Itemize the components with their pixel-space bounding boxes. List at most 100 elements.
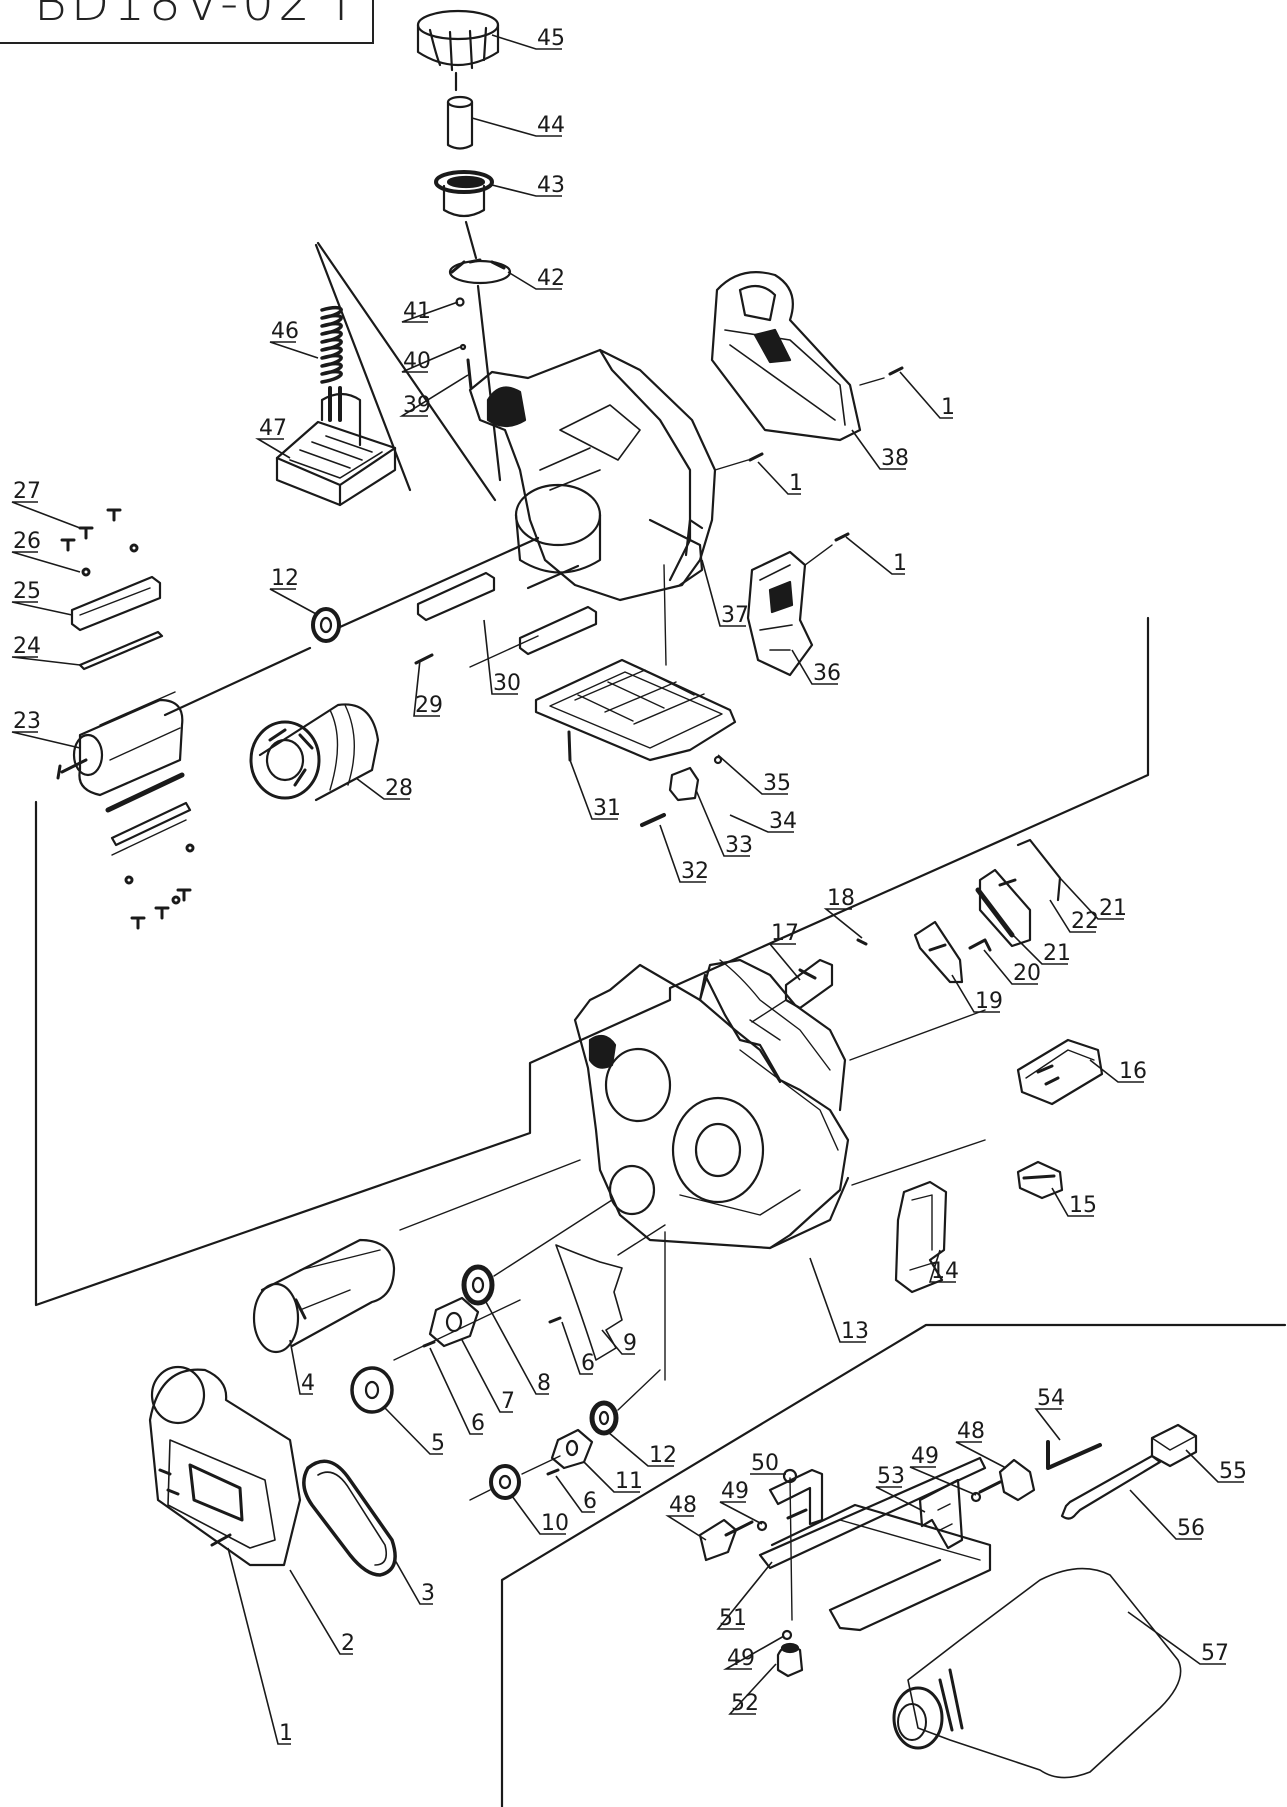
part-45-knob bbox=[416, 9, 500, 72]
leader-line bbox=[11, 501, 81, 529]
leader-line bbox=[607, 1431, 674, 1467]
leader-line bbox=[227, 1547, 291, 1745]
part-53-depth-guide bbox=[918, 1478, 964, 1550]
part-6-screw-b bbox=[548, 1316, 562, 1324]
leader-line bbox=[955, 1441, 1007, 1469]
leader-line bbox=[491, 184, 562, 197]
part-10-pulley bbox=[489, 1464, 521, 1500]
part-39-spring bbox=[466, 358, 473, 390]
part-number-label: 49 bbox=[727, 1646, 755, 1671]
part-57-dust-bag bbox=[892, 1567, 1182, 1779]
part-11-flange bbox=[550, 1428, 594, 1470]
leader-line bbox=[289, 1569, 353, 1655]
leader-line bbox=[701, 559, 746, 627]
part-number-label: 17 bbox=[771, 921, 799, 946]
part-number-label: 44 bbox=[537, 113, 565, 138]
part-2-belt-cover bbox=[148, 1365, 302, 1567]
leader-line bbox=[1129, 1489, 1202, 1540]
part-number-label: 57 bbox=[1201, 1641, 1229, 1666]
part-number-label: 21 bbox=[1043, 941, 1071, 966]
part-38-cover bbox=[710, 271, 862, 442]
part-number-label: 11 bbox=[615, 1469, 643, 1494]
part-number-label: 22 bbox=[1071, 909, 1099, 934]
leader-line bbox=[729, 814, 794, 833]
leader-line bbox=[394, 1559, 433, 1605]
part-44-pin bbox=[446, 95, 474, 150]
part-48-knob-right bbox=[978, 1458, 1036, 1502]
leader-line bbox=[461, 1339, 513, 1413]
leader-line bbox=[768, 943, 801, 981]
leader-line bbox=[583, 1461, 640, 1493]
part-number-label: 46 bbox=[271, 319, 299, 344]
leader-line bbox=[909, 1466, 977, 1496]
part-number-label: 9 bbox=[623, 1331, 637, 1356]
part-23-lower-blades bbox=[105, 772, 192, 856]
part-number-label: 31 bbox=[593, 796, 621, 821]
part-number-label: 14 bbox=[931, 1259, 959, 1284]
part-number-label: 54 bbox=[1037, 1386, 1065, 1411]
part-15-clip bbox=[1016, 1160, 1064, 1200]
part-25-blade-holder bbox=[70, 575, 162, 632]
part-8-bearing bbox=[461, 1264, 495, 1306]
part-number-label: 52 bbox=[731, 1691, 759, 1716]
part-number-label: 3 bbox=[421, 1581, 435, 1606]
part-6-screw bbox=[422, 1340, 436, 1348]
part-number-label: 28 bbox=[385, 776, 413, 801]
part-number-label: 29 bbox=[415, 693, 443, 718]
part-50-screw bbox=[782, 1468, 798, 1484]
part-21-22-switch-block bbox=[975, 838, 1062, 948]
part-49-washer-a bbox=[756, 1520, 768, 1532]
part-number-label: 19 bbox=[975, 989, 1003, 1014]
leader-line bbox=[728, 1663, 777, 1715]
leader-line bbox=[983, 949, 1038, 985]
part-number-label: 37 bbox=[721, 603, 749, 628]
part-51-fence bbox=[758, 1456, 992, 1632]
part-36-bracket bbox=[746, 550, 814, 677]
part-32-pin bbox=[640, 813, 666, 827]
leader-line bbox=[269, 588, 319, 616]
part-35-base-plate bbox=[534, 658, 737, 762]
leader-line bbox=[384, 1407, 443, 1455]
part-33-clip bbox=[668, 766, 700, 802]
part-number-label: 40 bbox=[403, 349, 431, 374]
leader-line bbox=[511, 1495, 566, 1535]
part-number-label: 12 bbox=[271, 566, 299, 591]
model-label-box bbox=[0, 0, 374, 44]
part-number-label: 33 bbox=[725, 833, 753, 858]
leader-line bbox=[757, 461, 801, 495]
part-18-pin bbox=[856, 938, 868, 946]
part-13-main-housing bbox=[573, 958, 850, 1250]
part-number-label: 8 bbox=[537, 1371, 551, 1396]
leader-line bbox=[1034, 1408, 1062, 1441]
part-number-label: 6 bbox=[583, 1489, 597, 1514]
leader-line bbox=[569, 759, 618, 820]
part-number-label: 48 bbox=[669, 1493, 697, 1518]
part-number-label: 39 bbox=[403, 393, 431, 418]
part-number-label: 16 bbox=[1119, 1059, 1147, 1084]
part-24-blade bbox=[78, 630, 164, 671]
leader-line bbox=[355, 777, 410, 800]
part-29-screw bbox=[414, 653, 434, 665]
leader-line bbox=[11, 601, 73, 616]
part-23-drum bbox=[56, 691, 184, 797]
leader-line bbox=[809, 1257, 866, 1343]
part-number-label: 43 bbox=[537, 173, 565, 198]
part-number-label: 1 bbox=[789, 471, 803, 496]
part-12-bearing-low bbox=[589, 1400, 619, 1436]
leader-line bbox=[491, 34, 562, 50]
leader-line bbox=[716, 1561, 773, 1630]
leader-line bbox=[951, 974, 1000, 1013]
part-19-switch-part bbox=[913, 920, 964, 984]
part-7-flange bbox=[428, 1296, 480, 1348]
leader-line bbox=[1127, 1611, 1226, 1665]
part-number-label: 1 bbox=[279, 1721, 293, 1746]
part-number-label: 35 bbox=[763, 771, 791, 796]
part-42-gear bbox=[448, 258, 512, 285]
leader-line bbox=[722, 1635, 785, 1670]
part-number-label: 41 bbox=[403, 299, 431, 324]
part-47-base bbox=[275, 392, 397, 507]
part-37-upper-housing bbox=[468, 348, 717, 602]
part-number-label: 26 bbox=[13, 529, 41, 554]
leader-line bbox=[695, 789, 750, 857]
